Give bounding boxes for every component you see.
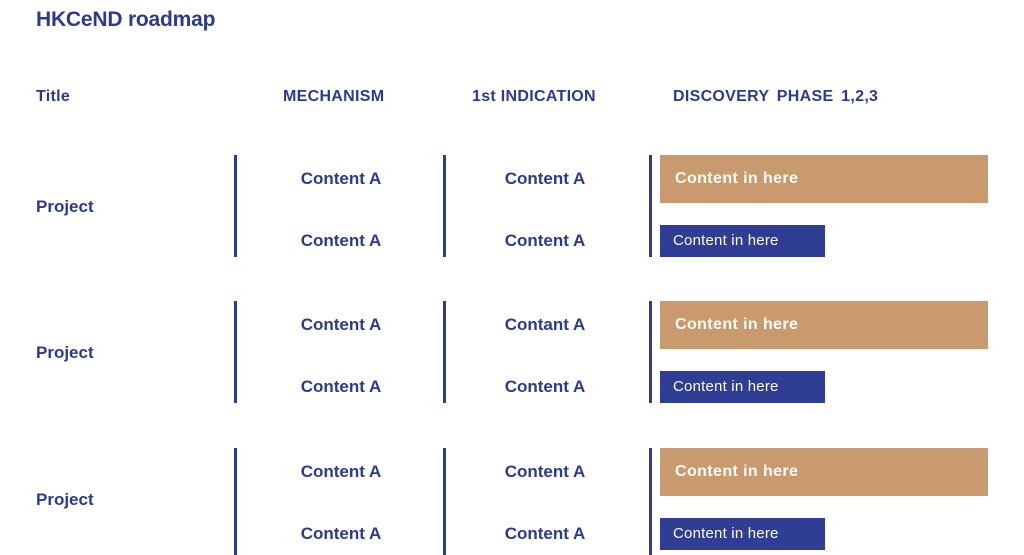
discovery-phase-bar-blue: Content in here bbox=[660, 371, 825, 403]
indication-entry: Content A bbox=[504, 462, 586, 481]
column-divider bbox=[234, 301, 237, 403]
indication-entry: Content A bbox=[504, 524, 586, 543]
indication-entry: Contant A bbox=[504, 315, 586, 334]
discovery-phase-bar-tan: Content in here bbox=[660, 301, 988, 349]
column-header-title: Title bbox=[36, 88, 71, 105]
page-title: HKCeND roadmap bbox=[36, 8, 216, 31]
mechanism-cell: Content A Content A bbox=[271, 448, 411, 555]
indication-entry: Content A bbox=[504, 169, 586, 188]
column-divider bbox=[234, 155, 237, 257]
project-row: Project Content A Content A Content A Co… bbox=[0, 155, 1024, 257]
indication-cell: Content A Content A bbox=[475, 155, 615, 257]
discovery-phase-bar-blue: Content in here bbox=[660, 225, 825, 257]
mechanism-cell: Content A Content A bbox=[271, 155, 411, 257]
project-label: Project bbox=[36, 197, 94, 216]
column-divider bbox=[234, 448, 237, 555]
discovery-phase-bar-tan: Content in here bbox=[660, 448, 988, 496]
project-row: Project Content A Content A Contant A Co… bbox=[0, 301, 1024, 403]
column-divider bbox=[443, 448, 446, 555]
mechanism-entry: Content A bbox=[300, 231, 382, 250]
indication-entry: Content A bbox=[504, 377, 586, 396]
column-header-mechanism: MECHANISM bbox=[283, 88, 385, 105]
mechanism-entry: Content A bbox=[300, 315, 382, 334]
column-divider bbox=[649, 301, 652, 403]
column-header-indication: 1st INDICATION bbox=[472, 88, 596, 105]
mechanism-entry: Content A bbox=[300, 169, 382, 188]
column-divider bbox=[649, 448, 652, 555]
indication-entry: Content A bbox=[504, 231, 586, 250]
project-label: Project bbox=[36, 490, 94, 509]
discovery-phase-bar-blue: Content in here bbox=[660, 518, 825, 550]
indication-cell: Contant A Content A bbox=[475, 301, 615, 403]
discovery-phase-bar-tan: Content in here bbox=[660, 155, 988, 203]
column-divider bbox=[649, 155, 652, 257]
mechanism-cell: Content A Content A bbox=[271, 301, 411, 403]
mechanism-entry: Content A bbox=[300, 524, 382, 543]
column-divider bbox=[443, 301, 446, 403]
column-divider bbox=[443, 155, 446, 257]
mechanism-entry: Content A bbox=[300, 462, 382, 481]
project-row: Project Content A Content A Content A Co… bbox=[0, 448, 1024, 555]
mechanism-entry: Content A bbox=[300, 377, 382, 396]
indication-cell: Content A Content A bbox=[475, 448, 615, 555]
project-label: Project bbox=[36, 343, 94, 362]
column-header-discovery: DISCOVERY PHASE 1,2,3 bbox=[673, 88, 879, 105]
